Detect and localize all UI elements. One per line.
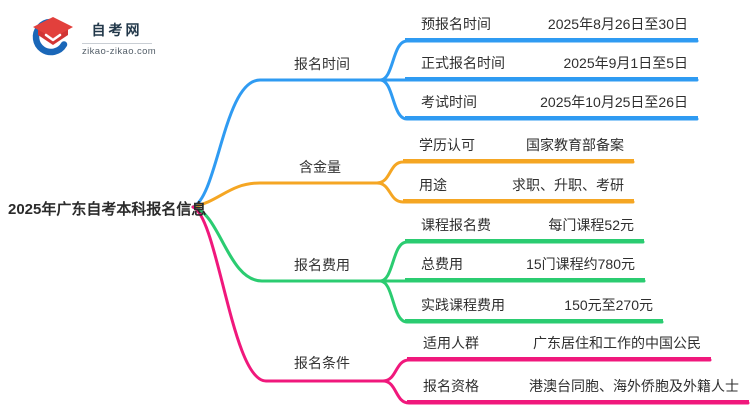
logo-text: 自考网 zikao-zikao.com (82, 14, 157, 57)
node-value: 港澳台同胞、海外侨胞及外籍人士 (529, 378, 739, 394)
site-name: 自考网 (91, 22, 143, 38)
node-value: 求职、升职、考研 (512, 177, 624, 193)
logo-divider (82, 43, 152, 44)
node-value: 广东居住和工作的中国公民 (533, 335, 701, 351)
graduation-cap-icon (32, 17, 73, 56)
node-value: 2025年9月1日至5日 (563, 55, 688, 71)
node-row: 用途 求职、升职、考研 (403, 176, 634, 202)
central-topic: 2025年广东自考本科报名信息 (8, 201, 207, 218)
node-label: 考试时间 (421, 94, 477, 110)
node-row: 实践课程费用 150元至270元 (405, 296, 663, 322)
node-label: 用途 (419, 177, 447, 193)
node-value: 每门课程52元 (548, 217, 634, 233)
node-row: 考试时间 2025年10月25日至26日 (405, 93, 698, 119)
node-row: 总费用 15门课程约780元 (405, 255, 645, 281)
node-label: 适用人群 (423, 335, 479, 351)
node-row: 正式报名时间 2025年9月1日至5日 (405, 54, 698, 80)
node-value: 150元至270元 (564, 297, 653, 313)
node-row: 课程报名费 每门课程52元 (405, 216, 644, 242)
node-label: 正式报名时间 (421, 55, 505, 71)
node-value: 15门课程约780元 (526, 256, 635, 272)
node-value: 2025年8月26日至30日 (547, 16, 688, 32)
node-row: 预报名时间 2025年8月26日至30日 (405, 15, 698, 41)
node-label: 预报名时间 (421, 16, 491, 32)
node-row: 适用人群 广东居住和工作的中国公民 (407, 334, 711, 360)
branch-lines-value (191, 160, 635, 209)
site-url: zikao-zikao.com (82, 46, 157, 57)
branch-label-value: 含金量 (299, 159, 341, 175)
node-value: 国家教育部备案 (526, 137, 624, 153)
logo: 自考网 zikao-zikao.com (30, 14, 157, 60)
node-row: 学历认可 国家教育部备案 (403, 136, 634, 162)
node-label: 总费用 (421, 256, 463, 272)
node-label: 实践课程费用 (421, 297, 505, 313)
node-label: 课程报名费 (421, 217, 491, 233)
branch-label-fees: 报名费用 (294, 257, 350, 273)
branch-label-registration-time: 报名时间 (294, 56, 350, 72)
node-label: 报名资格 (423, 378, 479, 394)
branch-label-conditions: 报名条件 (294, 355, 350, 371)
node-row: 报名资格 港澳台同胞、海外侨胞及外籍人士 (407, 377, 749, 403)
node-label: 学历认可 (419, 137, 475, 153)
node-value: 2025年10月25日至26日 (540, 94, 688, 110)
